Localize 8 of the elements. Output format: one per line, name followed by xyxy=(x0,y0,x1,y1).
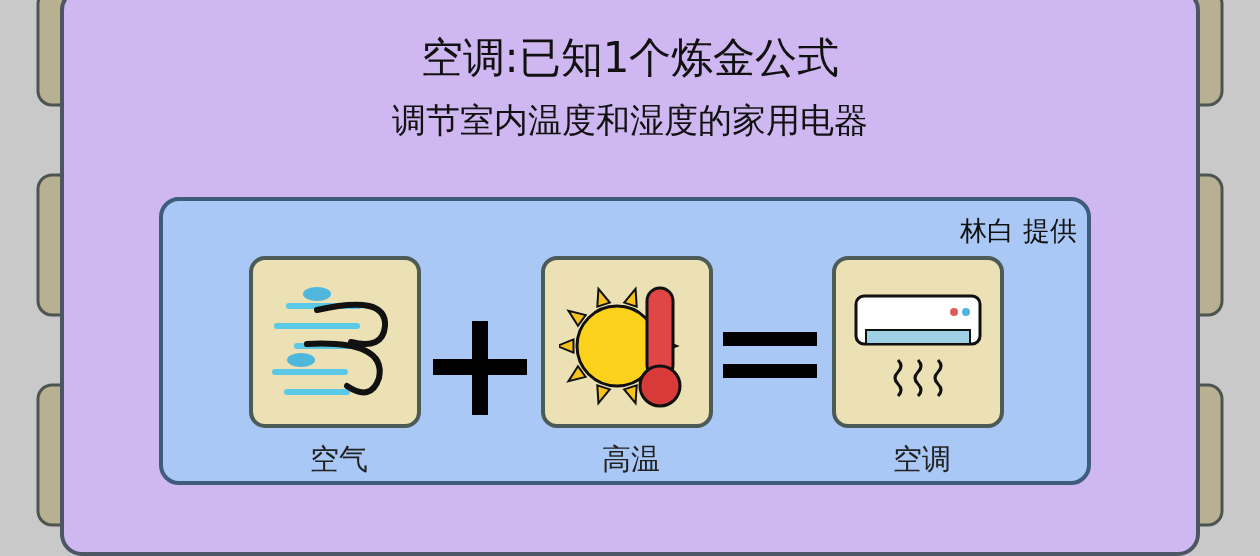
item-name: 高温 xyxy=(601,441,661,478)
item-name: 空调 xyxy=(892,441,952,478)
item-name: 空气 xyxy=(309,441,369,478)
dialog-panel xyxy=(60,0,1200,556)
dialog-title: 空调:已知1个炼金公式 xyxy=(419,32,841,84)
recipe-panel xyxy=(159,197,1091,485)
credit-text: 林白 提供 xyxy=(960,214,1077,248)
dialog-subtitle: 调节室内温度和湿度的家用电器 xyxy=(391,99,869,142)
